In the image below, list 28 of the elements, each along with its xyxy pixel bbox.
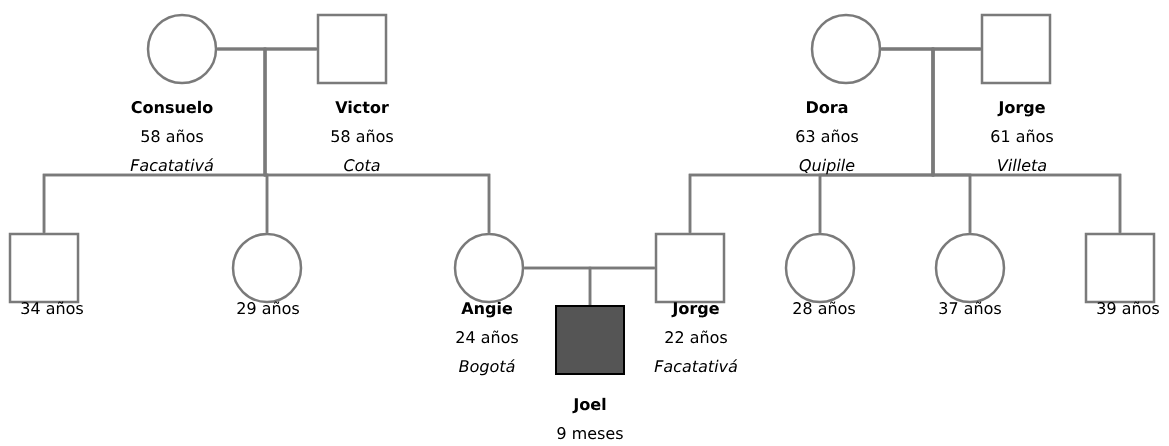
age-label: 29 años xyxy=(237,301,299,315)
connector-line xyxy=(588,266,655,305)
connector-line xyxy=(931,47,1122,233)
place-label: Villeta xyxy=(998,158,1047,172)
age-label: 22 años xyxy=(665,330,727,344)
age-label: 9 meses xyxy=(557,427,623,440)
age-label: 63 años xyxy=(796,129,858,143)
age-label: 58 años xyxy=(331,129,393,143)
person-name: Dora xyxy=(807,101,848,114)
age-label: 37 años xyxy=(939,301,1001,315)
place-label: Bogotá xyxy=(459,359,515,376)
person-name: Jorge xyxy=(671,302,719,318)
age-label: 61 años xyxy=(991,129,1053,143)
age-label: 24 años xyxy=(456,330,518,344)
place-label: Quipile xyxy=(799,158,855,175)
person-name: Angie xyxy=(461,301,512,318)
person-name: Consuelo xyxy=(131,100,213,114)
age-label: 58 años xyxy=(141,129,203,143)
place-label: Facatativá xyxy=(654,359,738,373)
person-name: Jorge xyxy=(997,101,1045,117)
place-label: Cota xyxy=(344,159,380,172)
age-label: 34 años xyxy=(21,301,83,315)
age-label: 28 años xyxy=(793,301,855,315)
person-name: Victor xyxy=(335,100,389,114)
person-name: Joel xyxy=(572,397,606,414)
connector-line xyxy=(263,47,491,233)
place-label: Facatativá xyxy=(130,158,214,172)
age-label: 39 años xyxy=(1097,301,1159,315)
